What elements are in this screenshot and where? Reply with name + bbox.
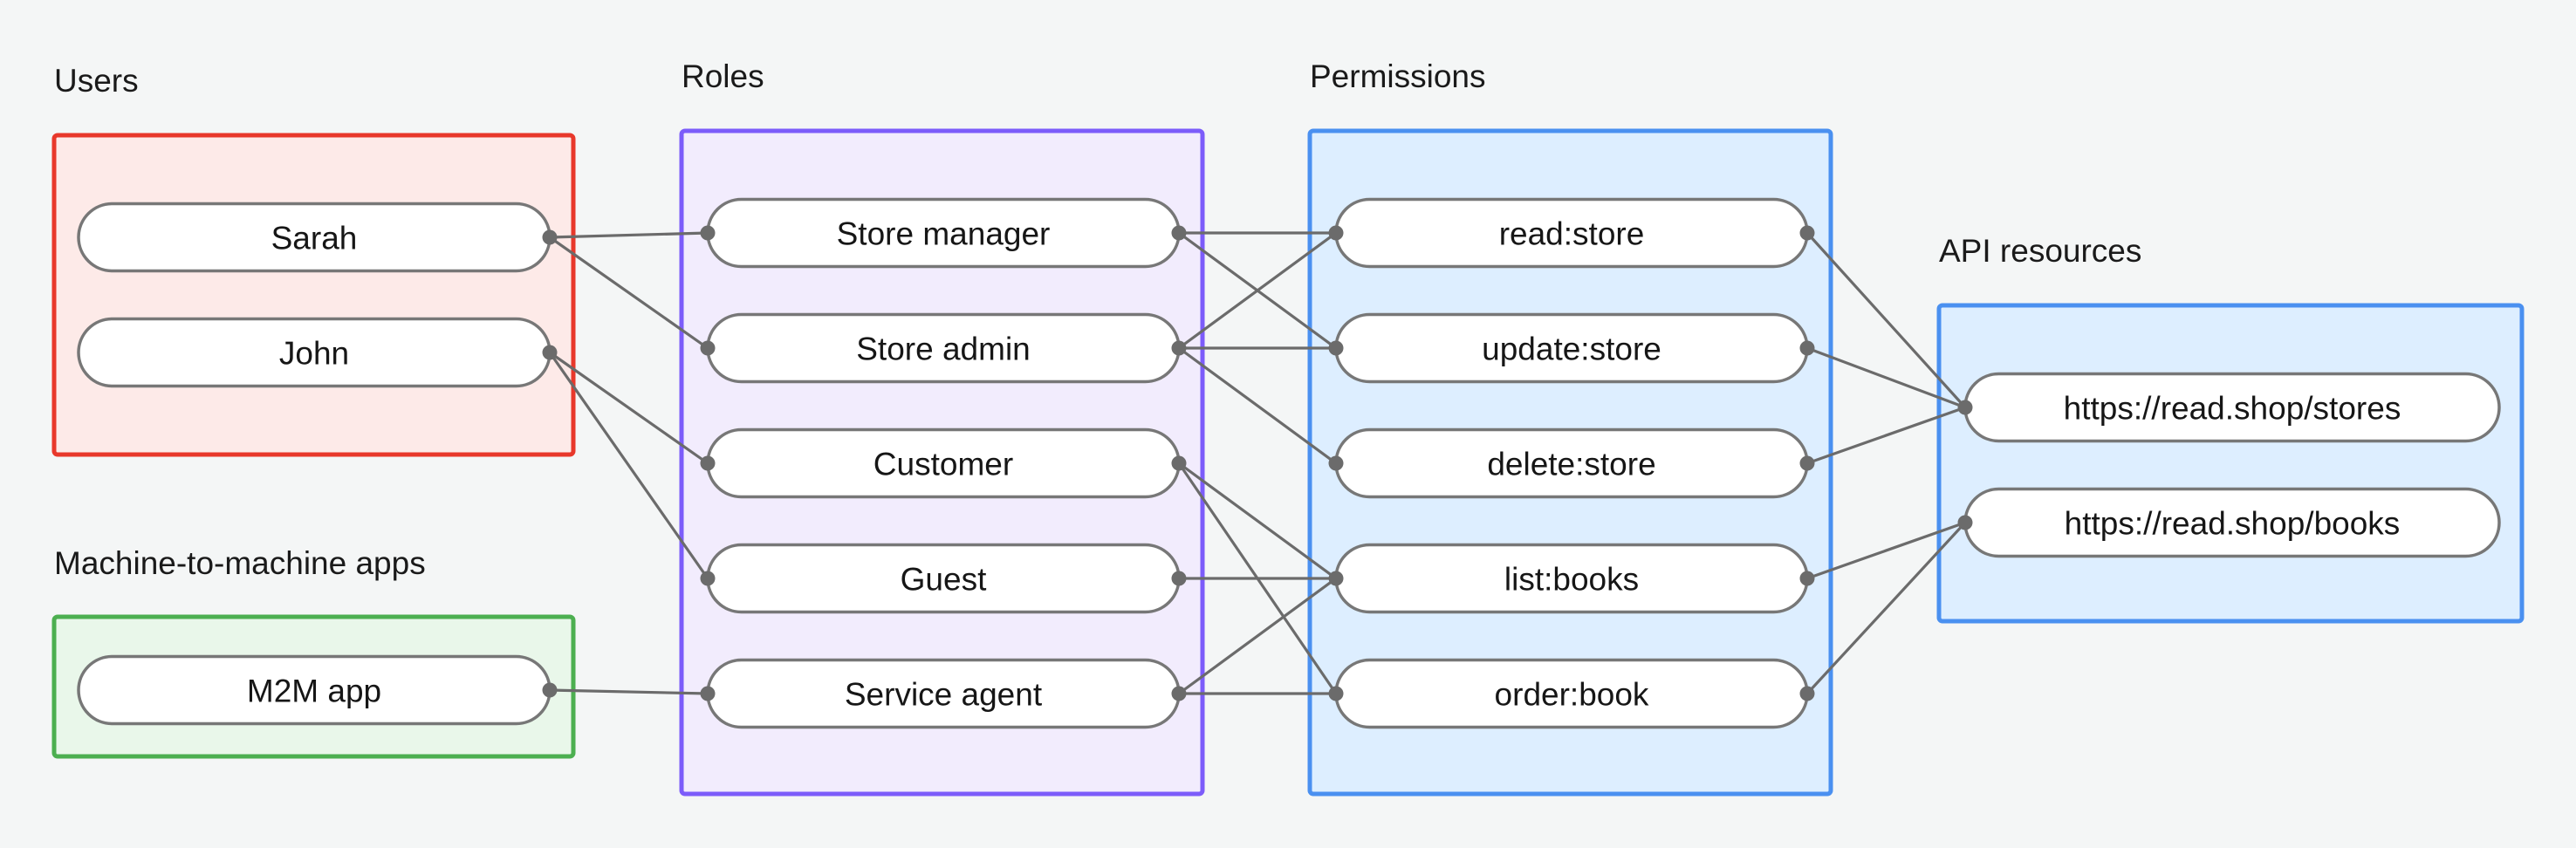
edge-source-dot-update_store bbox=[1799, 340, 1815, 356]
node-label-order_book: order:book bbox=[1495, 677, 1649, 713]
node-label-m2mapp: M2M app bbox=[247, 674, 381, 709]
edge-delete_store-to-res_stores bbox=[1806, 406, 1966, 465]
edge-source-dot-store_admin bbox=[1171, 340, 1187, 356]
node-label-update_store: update:store bbox=[1482, 332, 1661, 367]
group-label-api_resources: API resources bbox=[1939, 233, 2141, 269]
node-label-read_store: read:store bbox=[1499, 216, 1645, 252]
edge-m2mapp-to-service_agent bbox=[549, 688, 709, 695]
node-label-guest: Guest bbox=[901, 562, 987, 598]
node-label-service_agent: Service agent bbox=[845, 677, 1043, 713]
edge-target-dot-list_books bbox=[1328, 571, 1344, 586]
node-label-list_books: list:books bbox=[1504, 562, 1639, 598]
edge-source-dot-read_store bbox=[1799, 225, 1815, 241]
edge-john-to-customer bbox=[549, 351, 709, 465]
edges-layer bbox=[548, 231, 1967, 695]
edge-customer-to-list_books bbox=[1178, 462, 1337, 580]
group-label-users: Users bbox=[54, 63, 139, 99]
edge-source-dot-m2mapp bbox=[542, 682, 558, 698]
edge-source-dot-service_agent bbox=[1171, 686, 1187, 701]
node-label-sarah: Sarah bbox=[271, 221, 358, 256]
node-label-delete_store: delete:store bbox=[1487, 447, 1655, 482]
edge-target-dot-res_stores bbox=[1957, 400, 1973, 415]
edge-service_agent-to-list_books bbox=[1178, 577, 1337, 695]
edge-list_books-to-res_books bbox=[1806, 521, 1966, 580]
group-label-roles: Roles bbox=[682, 58, 764, 94]
group-label-permissions: Permissions bbox=[1310, 58, 1486, 94]
edge-store_admin-to-read_store bbox=[1178, 231, 1337, 350]
edge-source-dot-list_books bbox=[1799, 571, 1815, 586]
group-label-m2m: Machine-to-machine apps bbox=[54, 545, 426, 581]
edge-target-dot-service_agent bbox=[700, 686, 716, 701]
edge-target-dot-res_books bbox=[1957, 515, 1973, 530]
node-label-store_manager: Store manager bbox=[837, 216, 1051, 252]
edge-target-dot-delete_store bbox=[1328, 455, 1344, 471]
node-label-res_stores: https://read.shop/stores bbox=[2064, 391, 2401, 427]
edge-order_book-to-res_books bbox=[1805, 521, 1967, 695]
edge-target-dot-read_store bbox=[1328, 225, 1344, 241]
edge-sarah-to-store_admin bbox=[549, 236, 709, 350]
edge-update_store-to-res_stores bbox=[1806, 346, 1966, 409]
edge-source-dot-john bbox=[542, 345, 558, 360]
edge-source-dot-delete_store bbox=[1799, 455, 1815, 471]
node-label-john: John bbox=[279, 336, 349, 372]
edge-target-dot-store_admin bbox=[700, 340, 716, 356]
edge-read_store-to-res_stores bbox=[1805, 231, 1967, 409]
edge-target-dot-customer bbox=[700, 455, 716, 471]
node-label-res_books: https://read.shop/books bbox=[2065, 506, 2401, 542]
group-box-api_resources bbox=[1936, 303, 2525, 624]
edge-sarah-to-store_manager bbox=[549, 231, 709, 239]
edge-target-dot-store_manager bbox=[700, 225, 716, 241]
edge-source-dot-customer bbox=[1171, 455, 1187, 471]
edge-target-dot-guest bbox=[700, 571, 716, 586]
edge-target-dot-order_book bbox=[1328, 686, 1344, 701]
node-label-customer: Customer bbox=[874, 447, 1013, 482]
edge-store_admin-to-delete_store bbox=[1178, 346, 1337, 465]
edge-john-to-guest bbox=[548, 352, 709, 579]
edge-source-dot-guest bbox=[1171, 571, 1187, 586]
group-box-users bbox=[51, 133, 576, 457]
edge-dots-layer bbox=[542, 225, 1973, 701]
edge-source-dot-order_book bbox=[1799, 686, 1815, 701]
node-label-store_admin: Store admin bbox=[856, 332, 1031, 367]
edge-target-dot-update_store bbox=[1328, 340, 1344, 356]
edge-source-dot-sarah bbox=[542, 229, 558, 245]
edge-source-dot-store_manager bbox=[1171, 225, 1187, 241]
